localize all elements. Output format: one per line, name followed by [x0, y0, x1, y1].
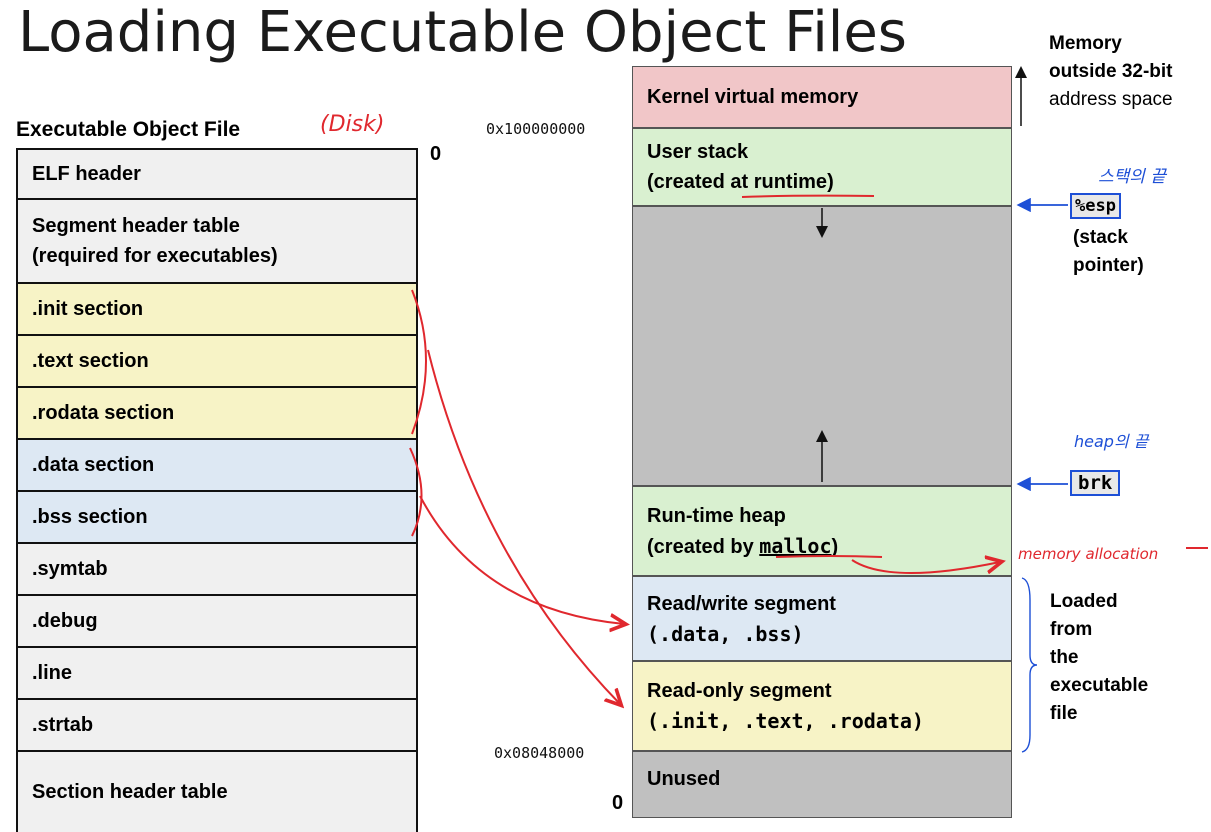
read-only-segment: Read-only segment (.init, .text, .rodata…: [632, 661, 1012, 751]
stack-pointer-line-1: (stack: [1073, 227, 1128, 248]
row-line: .line: [16, 648, 418, 700]
loaded-line-3: the: [1050, 647, 1079, 668]
read-write-segment: Read/write segment (.data, .bss): [632, 576, 1012, 661]
kernel-virtual-memory: Kernel virtual memory: [632, 66, 1012, 128]
heap-sub-malloc: malloc: [759, 533, 832, 558]
outside-line-3: address space: [1049, 89, 1173, 110]
row-label: .data section: [32, 453, 155, 476]
heap-sub-post: ): [831, 535, 839, 558]
row-label: .bss section: [32, 505, 148, 528]
loaded-line-5: file: [1050, 703, 1078, 724]
row-label: .rodata section: [32, 401, 175, 424]
row-debug: .debug: [16, 596, 418, 648]
brk-label: brk: [1070, 470, 1121, 496]
user-stack-sub-runtime: at runtime: [730, 171, 828, 193]
runtime-heap: Run-time heap (created by malloc): [632, 486, 1012, 576]
brk-register: brk: [1070, 470, 1121, 496]
row-label: Segment header table: [32, 215, 240, 237]
outside-address-space-label: Memory outside 32-bit address space: [1049, 30, 1173, 114]
stack-end-annotation: 스택의 끝: [1098, 167, 1166, 187]
stack-pointer-line-2: pointer): [1073, 255, 1144, 276]
page-title: Loading Executable Object Files: [18, 0, 907, 65]
user-stack: User stack (created at runtime): [632, 128, 1012, 206]
row-label: .debug: [32, 609, 98, 632]
address-zero: 0: [612, 792, 624, 814]
disk-annotation: (Disk): [320, 112, 385, 137]
unused-label: Unused: [647, 768, 721, 790]
row-data-section: .data section: [16, 440, 418, 492]
ro-label: Read-only segment: [647, 680, 832, 702]
row-segment-header-table: Segment header table (required for execu…: [16, 200, 418, 284]
row-label: .init section: [32, 297, 144, 320]
user-stack-sub-pre: (created: [647, 171, 731, 193]
loaded-line-1: Loaded: [1050, 591, 1118, 612]
unused-region: Unused: [632, 751, 1012, 818]
row-bss-section: .bss section: [16, 492, 418, 544]
row-section-header-table: Section header table: [16, 752, 418, 832]
user-stack-sublabel: (created at runtime): [647, 167, 1011, 197]
outside-line-2: outside 32-bit: [1049, 61, 1173, 82]
row-label: ELF header: [32, 162, 141, 185]
ro-sublabel: (.init, .text, .rodata): [647, 709, 924, 733]
row-symtab: .symtab: [16, 544, 418, 596]
esp-label: %esp: [1070, 193, 1121, 219]
rw-sublabel: (.data, .bss): [647, 621, 804, 646]
row-label: .text section: [32, 349, 149, 372]
row-label: Section header table: [32, 780, 228, 803]
outside-line-1: Memory: [1049, 33, 1122, 54]
exe-file-title: Executable Object File: [16, 118, 241, 141]
row-label: .line: [32, 661, 73, 684]
row-text-section: .text section: [16, 336, 418, 388]
stack-pointer-label: (stack pointer): [1073, 224, 1144, 280]
esp-register: %esp: [1070, 193, 1121, 219]
row-strtab: .strtab: [16, 700, 418, 752]
user-stack-sub-post: ): [827, 171, 834, 193]
loaded-from-executable-label: Loaded from the executable file: [1050, 588, 1148, 728]
address-low: 0x08048000: [494, 744, 585, 762]
data-to-rw-arrow: [419, 495, 624, 624]
user-stack-label: User stack: [647, 141, 749, 163]
loaded-line-2: from: [1050, 619, 1093, 640]
loaded-line-4: executable: [1050, 675, 1149, 696]
memory-allocation-annotation: memory allocation: [1018, 545, 1158, 563]
row-rodata-section: .rodata section: [16, 388, 418, 440]
row-init-section: .init section: [16, 284, 418, 336]
loaded-brace: [1021, 577, 1038, 753]
row-sublabel: (required for executables): [32, 245, 278, 267]
rw-label: Read/write segment: [647, 592, 836, 615]
unmapped-gap: [632, 206, 1012, 486]
row-label: .strtab: [32, 713, 94, 736]
memory-image: Kernel virtual memory User stack (create…: [632, 66, 1012, 818]
exe-offset-zero: 0: [430, 143, 442, 165]
row-label: .symtab: [32, 557, 108, 580]
text-to-ro-arrow: [427, 349, 620, 704]
heap-label: Run-time heap: [647, 504, 786, 527]
memory-allocation-text: memory allocation: [1018, 545, 1159, 563]
address-high: 0x100000000: [486, 120, 586, 138]
row-elf-header: ELF header: [16, 148, 418, 200]
heap-sublabel: (created by malloc): [647, 531, 1011, 562]
heap-sub-pre: (created by: [647, 535, 760, 558]
kernel-label: Kernel virtual memory: [647, 85, 859, 108]
heap-end-annotation: heap의 끝: [1074, 432, 1149, 451]
